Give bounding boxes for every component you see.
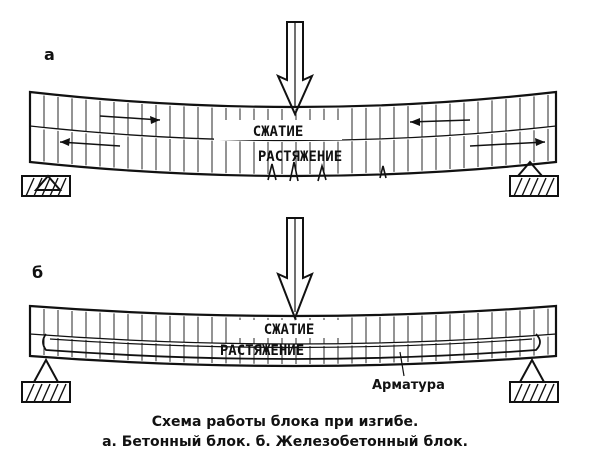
svg-text:РАСТЯЖЕНИЕ: РАСТЯЖЕНИЕ <box>220 343 304 359</box>
beam-a <box>28 90 558 182</box>
rebar-label: Арматура <box>372 378 445 393</box>
tension-zone-label-b: РАСТЯЖЕНИЕ <box>220 343 304 359</box>
compression-zone-label-a: СЖАТИЕ <box>214 120 342 140</box>
tension-zone-label-a: РАСТЯЖЕНИЕ <box>258 149 342 165</box>
load-arrow-b <box>276 217 314 321</box>
support-right-a <box>509 160 559 197</box>
support-right-b <box>509 357 559 403</box>
panel-b-label: б <box>32 263 43 282</box>
rebar-callout: Арматура <box>372 351 445 393</box>
panel-a-concrete-block: а СЖАТИЕ РАСТЯЖЕНИЕ <box>21 21 559 197</box>
panel-a-label: а <box>44 45 55 64</box>
crack-marks <box>267 161 387 182</box>
force-arrows-a <box>59 115 546 147</box>
svg-text:РАСТЯЖЕНИЕ: РАСТЯЖЕНИЕ <box>258 149 342 165</box>
panel-b-reinforced-block: б СЖАТИЕ РАСТЯЖЕНИЕ Арматура <box>21 217 559 403</box>
beam-b <box>28 304 558 368</box>
rebar <box>42 333 541 360</box>
caption-line-2: а. Бетонный блок. б. Железобетонный блок… <box>102 434 468 450</box>
compression-zone-label-b: СЖАТИЕ <box>228 320 350 338</box>
caption-line-1: Схема работы блока при изгибе. <box>152 414 419 430</box>
support-left-b <box>21 357 71 403</box>
load-arrow-a <box>276 21 314 117</box>
support-left-a <box>21 174 71 197</box>
svg-text:СЖАТИЕ: СЖАТИЕ <box>253 124 304 140</box>
svg-text:СЖАТИЕ: СЖАТИЕ <box>264 322 315 338</box>
